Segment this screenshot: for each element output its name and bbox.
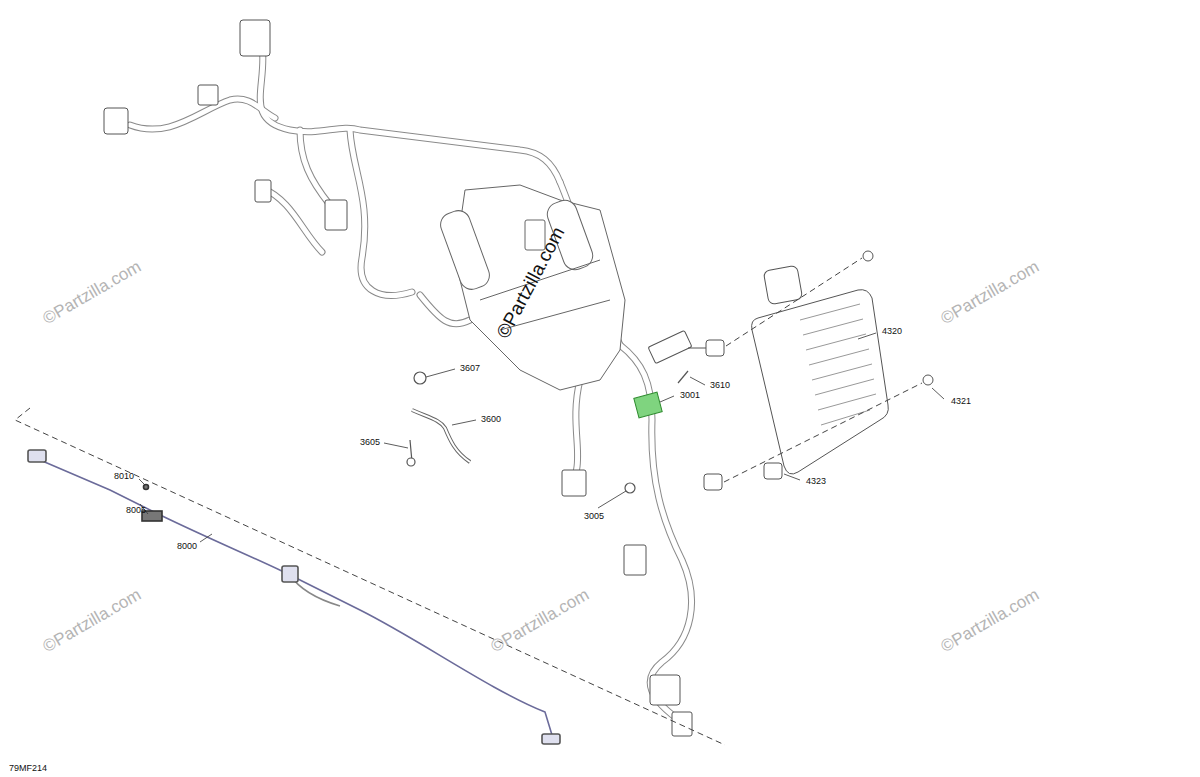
callout-number: 4320 xyxy=(882,327,902,336)
callout-number: 8005 xyxy=(126,506,146,515)
watermark: ©Partzilla.com xyxy=(40,585,144,655)
relay-3001 xyxy=(634,392,662,418)
watermark: ©Partzilla.com xyxy=(493,223,567,340)
watermark: ©Partzilla.com xyxy=(488,585,592,655)
callout-number: 8000 xyxy=(177,542,197,551)
callout-number: 3610 xyxy=(710,381,730,390)
watermark: ©Partzilla.com xyxy=(40,257,144,327)
ground-cable xyxy=(407,371,688,493)
callout-number: 4323 xyxy=(806,477,826,486)
watermark: ©Partzilla.com xyxy=(938,585,1042,655)
dashed-guides xyxy=(15,258,922,745)
callout-number: 4321 xyxy=(951,397,971,406)
fuse-block xyxy=(437,185,625,390)
wire-8000 xyxy=(28,450,560,744)
leader-lines xyxy=(139,333,944,542)
ecu-module xyxy=(688,251,933,490)
callout-number: 3005 xyxy=(584,512,604,521)
watermark: ©Partzilla.com xyxy=(938,257,1042,327)
wiring-harness xyxy=(130,45,692,722)
harness-connectors xyxy=(104,20,692,736)
callout-number: 3600 xyxy=(481,415,501,424)
callout-number: 3605 xyxy=(360,438,380,447)
drawing-code: 79MF214 xyxy=(9,764,47,773)
callout-number: 3607 xyxy=(460,364,480,373)
callout-number: 3001 xyxy=(680,391,700,400)
callout-number: 8010 xyxy=(114,472,134,481)
